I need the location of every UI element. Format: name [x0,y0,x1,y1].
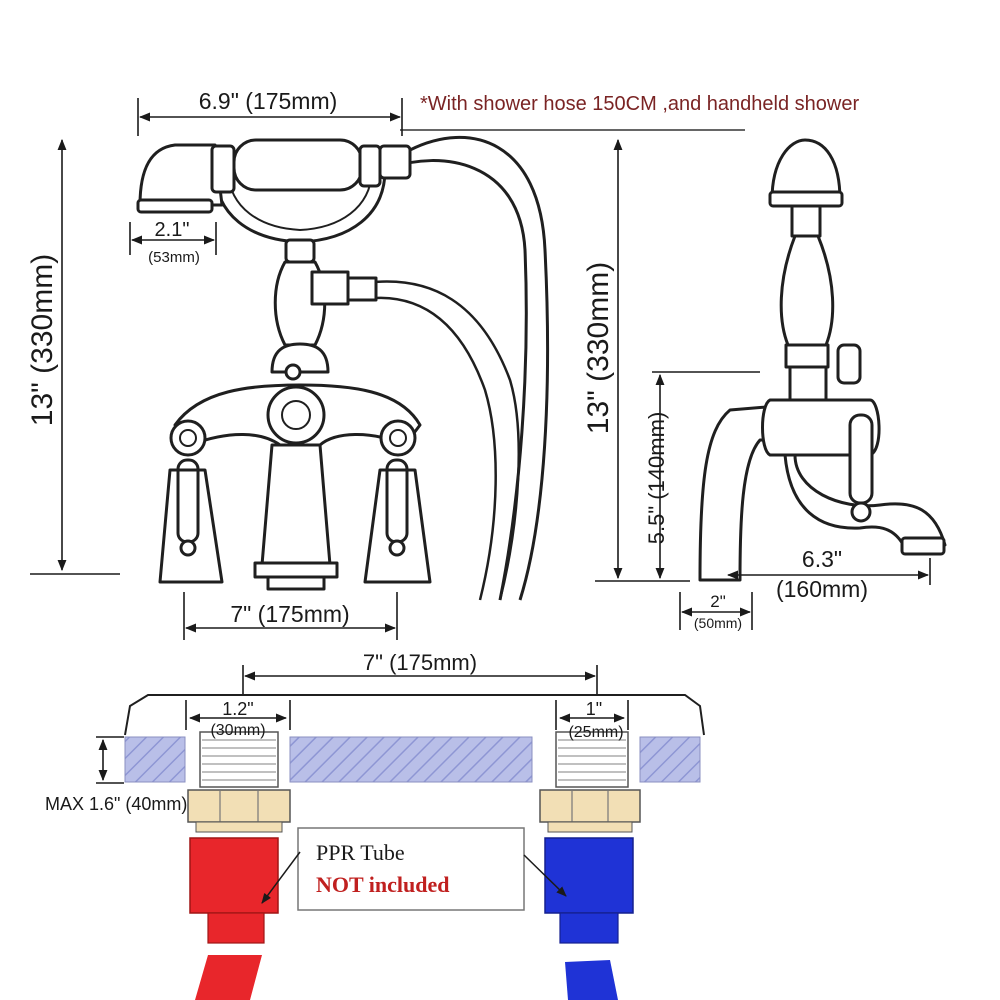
right-threaded-shank [555,731,629,788]
left-shank [158,468,224,584]
cold-tube-bend [565,960,618,1000]
hot-tube-fitting [189,837,279,914]
handshower-face [136,198,214,214]
dim-label-top-width: 6.9" (175mm) [199,88,338,114]
front-spout-base [253,561,339,579]
dim-label-left-pipe-mm: (30mm) [210,722,265,739]
ppr-tube-label: PPR Tube [316,840,405,865]
deck-plate-middle [289,736,533,783]
right-valve-cap [379,419,417,457]
riser-joint [284,238,316,264]
diverter-knob-dot [284,363,302,381]
dim-label-right-pipe-inch: 1" [586,699,602,719]
center-cap [266,385,326,445]
side-handshower-cap [770,138,842,202]
cold-tube [559,912,619,944]
cold-tube-fitting [544,837,634,914]
deck-plate-right [639,736,701,783]
dim-label-side-height: 13" (330mm) [582,262,615,434]
side-handshower-stem [790,204,822,238]
handshower-head [138,143,224,207]
right-nut [539,789,641,823]
handshower-end [358,144,382,188]
left-valve-cap [169,419,207,457]
right-handle-tip [388,539,406,557]
left-valve-cap-inner [179,429,197,447]
dim-label-handshower-inch: 2.1" [155,219,190,241]
handshower-handle [232,138,364,192]
side-handshower-band [768,190,844,208]
hose-nut [310,270,350,306]
right-thread-lines [558,739,626,781]
hose-to-valve-inner [374,296,497,601]
side-handle-tip [850,501,872,523]
left-nut [187,789,291,823]
side-spout-tip [900,536,946,556]
side-diverter [836,343,862,385]
dim-label-spout-inch: 6.3" [802,546,842,572]
side-view: 13" (330mm) 5.5" (140mm) 6.3" (160mm) 2" [582,138,947,631]
left-nut-washer [195,821,283,833]
side-riser [779,234,835,347]
callout-pointer-right [523,854,567,897]
right-shank [363,468,432,584]
front-spout [260,443,332,567]
dim-label-centers: 7" (175mm) [363,650,477,675]
dim-label-side-body: 5.5" (140mm) [644,412,669,545]
shower-hose-outer [409,136,550,601]
dim-label-left-pipe-inch: 1.2" [222,699,253,719]
right-valve-cap-inner [389,429,407,447]
left-handle-tip [179,539,197,557]
front-view: 6.9" (175mm) 13" (330mm) [26,88,550,640]
hose-fitting [346,276,378,302]
side-riser-joint [784,343,830,369]
front-spout-foot [266,575,326,591]
handshower-collar [210,144,236,194]
dim-label-spread: 7" (175mm) [230,601,349,627]
shower-hose-inner [389,159,528,601]
dim-label-handshower-mm: (53mm) [148,249,200,266]
cradle-inner [227,171,373,232]
dim-label-base-mm: (50mm) [694,615,742,631]
hot-tube [207,912,265,944]
side-handle [848,413,874,505]
ppr-callout-box [297,827,525,911]
faucet-base-outline [124,694,705,736]
dim-label-spout-mm: (160mm) [776,576,868,602]
hot-tube-bend [195,955,262,1000]
right-nut-washer [547,821,633,833]
left-threaded-shank [199,731,279,788]
callout-pointer-left [261,851,301,904]
diverter-knob [270,342,330,374]
center-cap-inner [281,400,311,430]
dim-label-front-height: 13" (330mm) [26,254,59,426]
dim-label-right-pipe-mm: (25mm) [568,724,623,741]
ppr-not-included: NOT included [316,872,449,897]
install-view: 7" (175mm) [45,650,705,1000]
dim-label-max-deck: MAX 1.6" (40mm) [45,794,187,814]
handshower-connector [378,144,412,180]
dim-label-base-inch: 2" [710,592,726,611]
left-thread-lines [202,739,276,781]
deck-plate-left [124,736,186,783]
hose-note: *With shower hose 150CM ,and handheld sh… [420,93,859,115]
hose-to-valve-outer [374,280,520,601]
